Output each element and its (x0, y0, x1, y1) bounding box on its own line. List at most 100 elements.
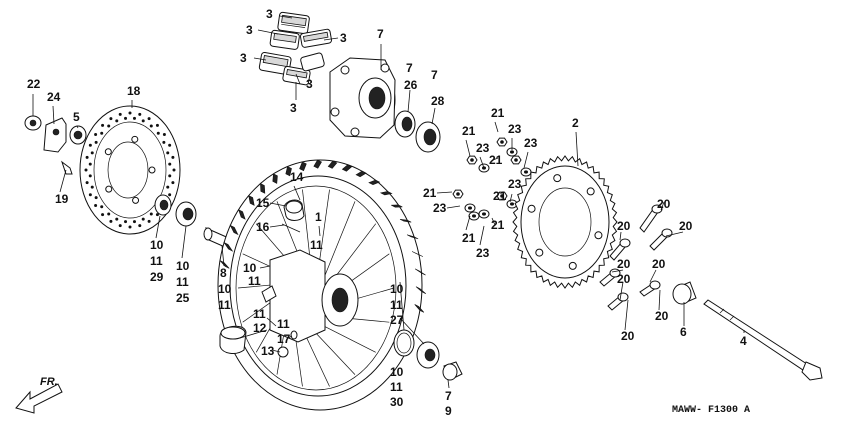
callout-5: 5 (73, 110, 80, 124)
disc-hole (94, 204, 98, 208)
leader-line (59, 169, 67, 193)
callout-7: 7 (377, 27, 384, 41)
callout-9: 9 (445, 404, 452, 418)
disc-hole (162, 140, 166, 144)
disc-hole (128, 225, 132, 229)
bolt-head (649, 280, 661, 290)
callout-3: 3 (290, 101, 297, 115)
tread-block (272, 173, 278, 184)
leader-line (575, 131, 579, 167)
disc-hole (132, 220, 136, 224)
callout-7: 7 (445, 389, 452, 403)
callout-20: 20 (621, 329, 635, 343)
callout-4: 4 (740, 334, 747, 348)
disc-hole (162, 132, 166, 136)
leader-line (649, 269, 657, 283)
disc-hole (168, 193, 172, 197)
callout-23: 23 (476, 246, 490, 260)
bearing-26 (394, 110, 416, 138)
callout-11: 11 (218, 298, 231, 312)
leader-line (259, 265, 271, 269)
oil-seal-28 (415, 121, 441, 153)
disc-hole (94, 132, 98, 136)
callout-8: 8 (220, 266, 227, 280)
callout-19: 19 (55, 192, 69, 206)
disc-hole (85, 155, 89, 159)
leader-line (253, 57, 267, 61)
tread-block (391, 204, 403, 208)
leader-line (271, 349, 281, 353)
leader-line (611, 269, 624, 273)
leader-line (658, 289, 661, 311)
disc-hole (168, 162, 172, 166)
valve-16 (281, 223, 301, 233)
tread-block (341, 164, 353, 172)
callout-20: 20 (657, 197, 671, 211)
callout-17: 17 (277, 332, 291, 346)
leader-line (257, 29, 279, 35)
callout-10: 10 (390, 282, 404, 296)
disc-hole (149, 212, 153, 216)
leader-line (318, 225, 321, 237)
disc-hole (138, 224, 142, 228)
tread-block (415, 286, 427, 295)
washer-hole (524, 170, 528, 174)
disc-hole (141, 119, 145, 123)
leader-line (155, 215, 161, 239)
nut-hole (514, 158, 518, 162)
bolt-head (651, 204, 663, 214)
disc-hole (166, 185, 170, 189)
sprocket-bolt-hole (568, 261, 577, 270)
leader-line (266, 317, 277, 327)
tread-block (248, 195, 255, 206)
disc-hole (101, 213, 105, 217)
disc-hole (109, 117, 113, 121)
leader-line (221, 245, 225, 267)
collar-9 (442, 361, 463, 381)
callout-21: 21 (489, 153, 503, 167)
axle-collar-6 (672, 281, 697, 305)
callout-30: 30 (390, 395, 404, 409)
disc-hole (100, 131, 104, 135)
disc-hole (155, 213, 159, 217)
disc-hole (156, 131, 160, 135)
leader-line (447, 379, 450, 389)
disc-hole (85, 181, 89, 185)
disc-hole (88, 162, 92, 166)
sprocket-bolt-hole (535, 248, 544, 257)
washer-hole (472, 214, 476, 218)
callout-29: 29 (150, 270, 164, 284)
callout-11: 11 (176, 275, 189, 289)
callout-3: 3 (306, 77, 313, 91)
callout-1: 1 (315, 210, 322, 224)
tread-block (238, 209, 246, 220)
callout-21: 21 (423, 186, 437, 200)
leader-line (523, 151, 529, 169)
bearing-25 (175, 201, 197, 227)
washer-hole (482, 212, 486, 216)
tread-block (399, 218, 412, 223)
tread-block (223, 241, 234, 252)
disc-hole (132, 116, 136, 120)
diagram-code: MAWW- F1300 A (672, 405, 750, 416)
direction-label: FR. (40, 376, 58, 388)
callout-10: 10 (243, 261, 257, 275)
disc-hole (168, 143, 172, 147)
leader-line (624, 299, 629, 331)
disc-hole (90, 185, 94, 189)
leader-line (509, 193, 513, 203)
washer-hole (510, 202, 514, 206)
disc-hole (94, 140, 98, 144)
leader-line (76, 125, 79, 129)
leader-line (479, 156, 485, 169)
tread-block (327, 160, 338, 169)
callout-6: 6 (680, 325, 687, 339)
disc-hole (166, 151, 170, 155)
bolt-19 (61, 160, 73, 175)
leader-line (287, 335, 293, 339)
leader-line (446, 205, 461, 209)
callout-20: 20 (679, 219, 693, 233)
callout-20: 20 (617, 219, 631, 233)
callout-26: 26 (404, 78, 418, 92)
